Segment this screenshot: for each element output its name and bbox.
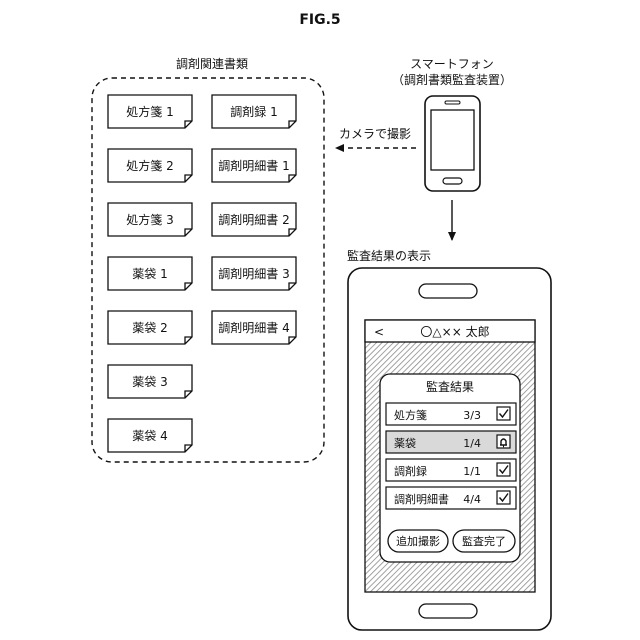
audit-result-row[interactable]: 調剤録 1/1 [386,459,516,481]
document-label: 薬袋 3 [132,375,167,389]
document-card: 薬袋 4 [108,419,192,452]
patient-name: 〇△×× 太郎 [420,324,489,339]
row-name: 調剤明細書 [394,492,449,506]
result-display-title: 監査結果の表示 [347,248,431,263]
dialog-title: 監査結果 [426,379,474,394]
row-name: 処方箋 [394,408,427,422]
document-label: 処方箋 2 [126,158,173,173]
speaker-slot [419,284,477,298]
document-card: 薬袋 1 [108,257,192,290]
row-count: 4/4 [463,493,481,506]
home-button[interactable] [419,604,477,618]
audit-result-row[interactable]: 薬袋 1/4 [386,431,516,453]
document-card: 調剤録 1 [212,95,296,128]
capture-label: カメラで撮影 [339,127,411,141]
document-card: 調剤明細書 4 [212,311,296,344]
back-button[interactable]: < [374,325,384,339]
document-card: 薬袋 3 [108,365,192,398]
document-label: 処方箋 3 [126,212,173,227]
document-card: 調剤明細書 2 [212,203,296,236]
checkbox-checked-icon [497,407,510,420]
document-label: 調剤録 1 [230,104,277,119]
smartphone-subtitle: （調剤書類監査装置） [392,72,512,87]
document-card: 処方箋 3 [108,203,192,236]
add-capture-label: 追加撮影 [396,534,440,548]
document-label: 調剤明細書 1 [218,158,289,173]
row-count: 1/4 [463,437,481,450]
row-name: 調剤録 [394,464,427,478]
smartphone-icon [425,96,480,191]
audit-result-row[interactable]: 処方箋 3/3 [386,403,516,425]
documents-list: 処方箋 1 処方箋 2 処方箋 3 薬袋 1 薬袋 2 薬袋 3 薬袋 4 調剤録 1 調剤明細… [108,95,296,452]
audit-result-row[interactable]: 調剤明細書 4/4 [386,487,516,509]
documents-group-title: 調剤関連書類 [176,56,248,71]
add-capture-button[interactable]: 追加撮影 [388,530,448,552]
document-label: 調剤明細書 4 [218,320,289,335]
document-label: 薬袋 4 [132,429,167,443]
row-count: 3/3 [463,409,481,422]
document-card: 調剤明細書 1 [212,149,296,182]
row-name: 薬袋 [394,436,416,450]
checkbox-checked-icon [497,463,510,476]
document-card: 処方箋 1 [108,95,192,128]
document-label: 薬袋 2 [132,321,167,335]
document-label: 薬袋 1 [132,267,167,281]
checkbox-checked-icon [497,491,510,504]
audit-complete-label: 監査完了 [462,534,506,548]
figure-label: FIG.5 [299,12,340,28]
document-card: 調剤明細書 3 [212,257,296,290]
row-count: 1/1 [463,465,481,478]
document-label: 処方箋 1 [126,104,173,119]
document-label: 調剤明細書 2 [218,212,289,227]
bell-icon [497,435,510,448]
document-card: 処方箋 2 [108,149,192,182]
document-label: 調剤明細書 3 [218,266,289,281]
audit-complete-button[interactable]: 監査完了 [453,530,515,552]
document-card: 薬袋 2 [108,311,192,344]
smartphone-title: スマートフォン [410,57,494,71]
